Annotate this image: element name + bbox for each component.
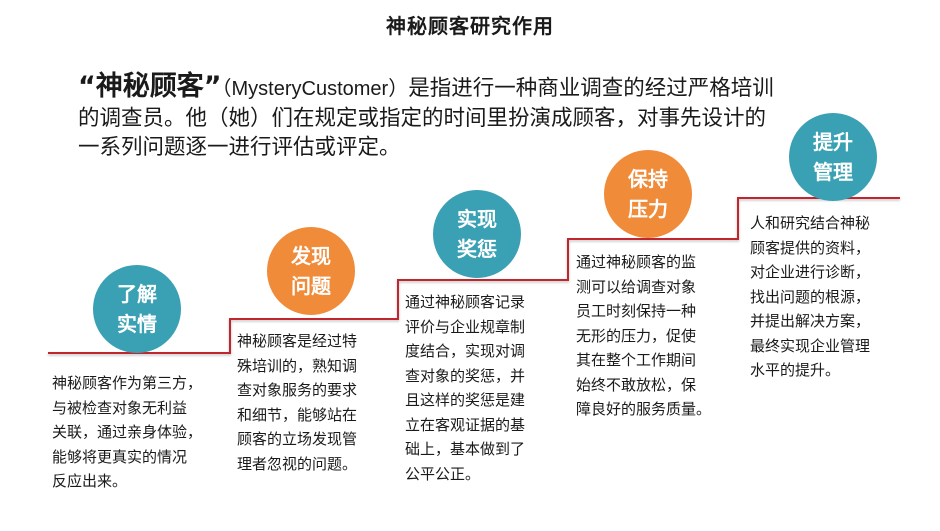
step-2-description: 神秘顾客是经过特 殊培训的，熟知调 查对象服务的要求 和细节，能够站在 顾客的立… [237, 332, 358, 473]
step-1-label: 了解 实情 [117, 282, 157, 336]
step-3-label: 实现 奖惩 [457, 207, 497, 261]
step-3-circle: 实现 奖惩 [433, 190, 521, 278]
step-1-description: 神秘顾客作为第三方， 与被检查对象无利益 关联，通过亲身体验， 能够将更真实的情… [52, 374, 203, 490]
step-2-circle: 发现 问题 [267, 227, 355, 315]
intro-term: “神秘顾客” [78, 71, 222, 102]
step-5-circle: 提升 管理 [789, 113, 877, 201]
intro-english-term: （MysteryCustomer） [221, 78, 409, 100]
intro-text: 是指进行一种商业调查的经过严格培训的调查员。他（她）们在规定或指定的时间里扮演成… [78, 76, 774, 160]
step-4-description: 通过神秘顾客的监 测可以给调查对象 员工时刻保持一种 无形的压力，促使 其在整个… [576, 253, 712, 418]
step-4-label: 保持 压力 [628, 167, 668, 221]
step-4-circle: 保持 压力 [604, 150, 692, 238]
step-3-description: 通过神秘顾客记录 评价与企业规章制 度结合，实现对调 查对象的奖惩，并 且这样的… [405, 293, 526, 483]
stair-path [48, 197, 900, 354]
step-2-label: 发现 问题 [291, 244, 331, 298]
intro-paragraph: “神秘顾客”（MysteryCustomer）是指进行一种商业调查的经过严格培训… [78, 72, 778, 162]
step-5-description: 人和研究结合神秘 顾客提供的资料， 对企业进行诊断， 找出问题的根源， 并提出解… [750, 214, 871, 379]
step-1-circle: 了解 实情 [93, 265, 181, 353]
step-5-label: 提升 管理 [813, 130, 853, 184]
page-title: 神秘顾客研究作用 [386, 14, 554, 38]
